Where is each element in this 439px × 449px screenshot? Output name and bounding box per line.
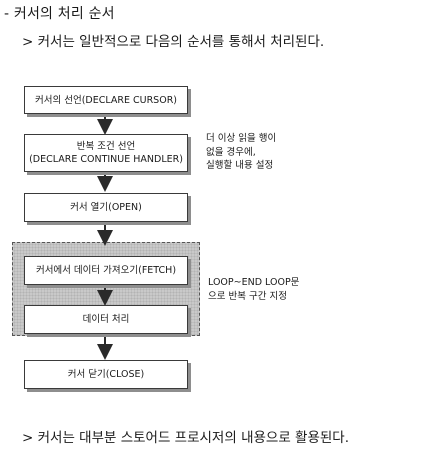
annotation-line: 으로 반복 구간 지정 <box>208 290 287 302</box>
step-label: 데이터 처리 <box>82 314 130 325</box>
closing-note: > 커서는 대부분 스토어드 프로시저의 내용으로 활용된다. <box>22 430 350 446</box>
step-label: (DECLARE CONTINUE HANDLER) <box>29 154 183 165</box>
handler-annotation: 더 이상 읽을 행이 없을 경우에, 실행할 내용 설정 <box>206 132 276 173</box>
annotation-line: 실행할 내용 설정 <box>206 160 274 171</box>
annotation-line: 없을 경우에, <box>206 146 256 158</box>
annotation-line: 더 이상 읽을 행이 <box>206 133 277 144</box>
step-label: 반복 조건 선언 <box>76 141 136 152</box>
step-declare-cursor: 커서의 선언(DECLARE CURSOR) <box>24 86 188 114</box>
step-label: 커서 닫기(CLOSE) <box>67 369 145 380</box>
step-label: 커서 열기(OPEN) <box>70 202 142 213</box>
step-label: 커서의 선언(DECLARE CURSOR) <box>34 94 177 106</box>
step-declare-handler: 반복 조건 선언 (DECLARE CONTINUE HANDLER) <box>24 134 188 172</box>
step-label: 커서에서 데이터 가져오기(FETCH) <box>35 265 177 276</box>
step-fetch: 커서에서 데이터 가져오기(FETCH) <box>24 256 188 285</box>
step-close: 커서 닫기(CLOSE) <box>24 360 188 389</box>
section-heading: - 커서의 처리 순서 <box>4 6 115 22</box>
intro-note: > 커서는 일반적으로 다음의 순서를 통해서 처리된다. <box>22 34 325 50</box>
annotation-line: LOOP~END LOOP문 <box>208 277 300 288</box>
loop-annotation: LOOP~END LOOP문 으로 반복 구간 지정 <box>208 276 299 303</box>
step-open: 커서 열기(OPEN) <box>24 193 188 222</box>
step-process-data: 데이터 처리 <box>24 305 188 334</box>
